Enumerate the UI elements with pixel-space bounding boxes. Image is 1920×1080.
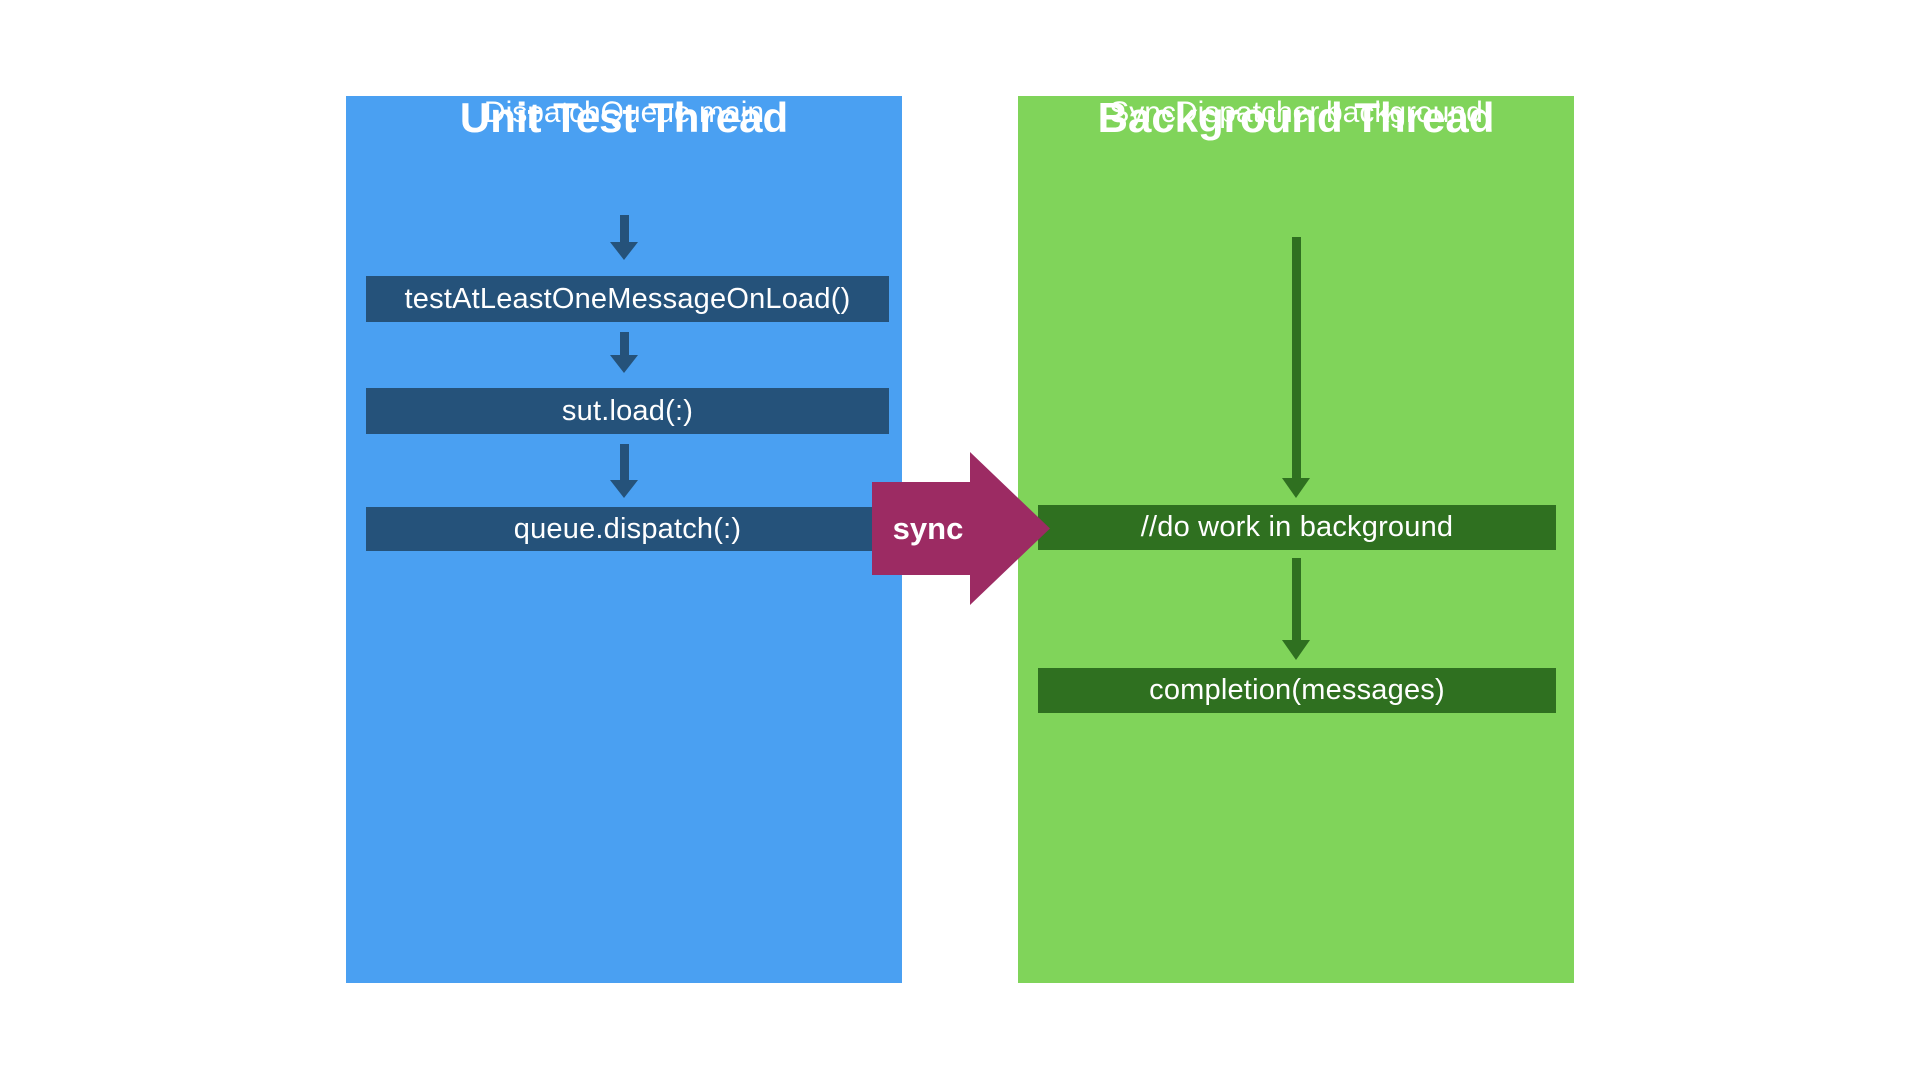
flow-arrow-down-icon [1282, 558, 1310, 660]
right-panel-subtitle: SyncDispatcher.background [1109, 96, 1483, 129]
flow-arrow-down-icon [610, 215, 638, 260]
arrow-head [610, 242, 638, 260]
step-box-do-work: //do work in background [1038, 505, 1556, 550]
arrow-head [610, 355, 638, 373]
arrow-head [1282, 640, 1310, 660]
step-box-test-method: testAtLeastOneMessageOnLoad() [366, 276, 889, 322]
sync-arrow-label: sync [892, 510, 964, 546]
sync-arrow-icon [872, 452, 1050, 605]
arrow-head [1282, 478, 1310, 498]
flow-arrow-down-icon [610, 332, 638, 373]
arrow-shaft [619, 444, 629, 480]
arrow-head [610, 480, 638, 498]
right-panel-title: Background Thread [1097, 94, 1495, 141]
flow-arrow-down-icon [1282, 237, 1310, 498]
arrow-shaft [619, 215, 629, 242]
step-box-sut-load: sut.load(:) [366, 388, 889, 434]
background-thread-panel: Background Thread SyncDispatcher.backgro… [1018, 96, 1574, 983]
arrow-shaft [1291, 558, 1301, 640]
left-panel-subtitle: DispatchQueue.main [483, 96, 765, 129]
flow-arrow-down-icon [610, 444, 638, 498]
unit-test-thread-panel: Unit Test Thread DispatchQueue.main test… [346, 96, 902, 983]
arrow-shaft [619, 332, 629, 355]
step-box-queue-dispatch: queue.dispatch(:) [366, 507, 889, 551]
left-panel-title: Unit Test Thread [459, 94, 789, 141]
sync-arrow-shape [872, 452, 1050, 605]
step-box-completion: completion(messages) [1038, 668, 1556, 713]
arrow-shaft [1291, 237, 1301, 478]
